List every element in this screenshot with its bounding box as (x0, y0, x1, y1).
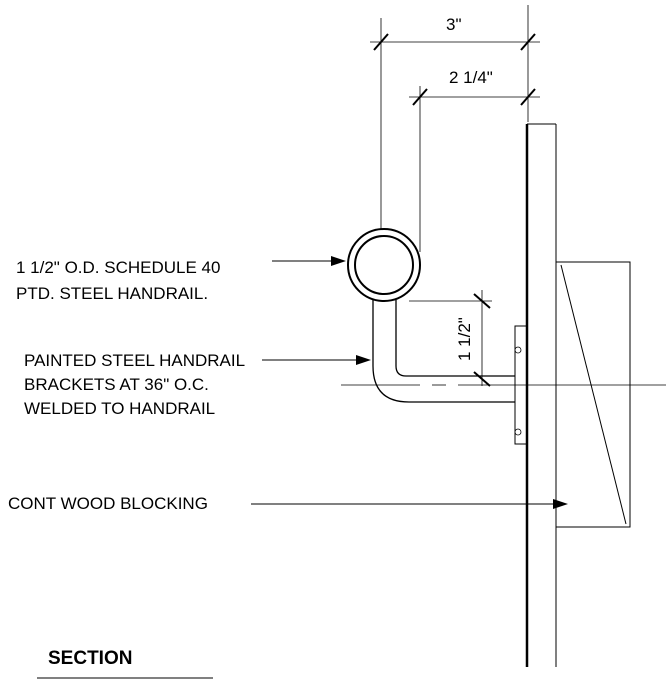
note-blocking-text: CONT WOOD BLOCKING (8, 494, 208, 513)
note-handrail-line1: 1 1/2" O.D. SCHEDULE 40 (16, 258, 220, 277)
dimension-label-3in: 3" (446, 15, 462, 34)
note-bracket: PAINTED STEEL HANDRAIL BRACKETS AT 36" O… (24, 351, 371, 418)
dimension-label-2-1-4in: 2 1/4" (449, 68, 493, 87)
note-bracket-line2: BRACKETS AT 36" O.C. (24, 375, 209, 394)
handrail-pipe (347, 228, 421, 302)
dimension-2-1-4in: 2 1/4" (409, 68, 540, 252)
leader-arrow (331, 256, 346, 266)
note-bracket-line3: WELDED TO HANDRAIL (24, 399, 215, 418)
dimension-3in: 3" (370, 5, 540, 229)
dimension-1-1-2in: 1 1/2" (409, 290, 492, 387)
dimension-label-1-1-2in: 1 1/2" (455, 317, 474, 361)
section-title: SECTION (48, 648, 132, 669)
handrail-bracket (372, 300, 515, 403)
note-handrail-line2: PTD. STEEL HANDRAIL. (16, 284, 208, 303)
wall-flange (514, 325, 528, 445)
wood-blocking (555, 261, 631, 528)
note-bracket-line1: PAINTED STEEL HANDRAIL (24, 351, 245, 370)
note-blocking: CONT WOOD BLOCKING (8, 494, 568, 513)
drawing-title: SECTION (37, 648, 213, 679)
wall (525, 123, 557, 667)
leader-arrow (553, 499, 568, 509)
leader-arrow (356, 355, 371, 365)
note-handrail: 1 1/2" O.D. SCHEDULE 40 PTD. STEEL HANDR… (16, 256, 346, 303)
